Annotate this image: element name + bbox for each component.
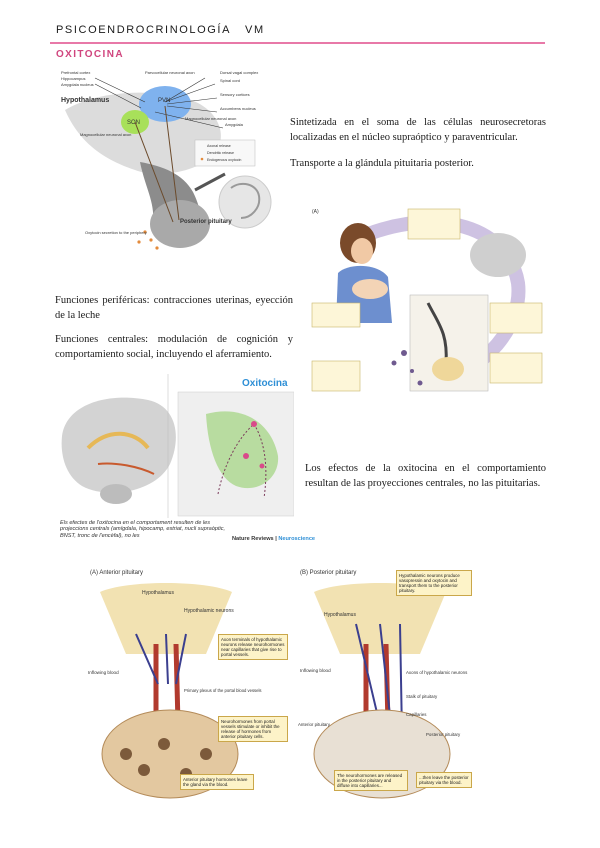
note-axon-terminals: Axon terminals of hypothalamic neurons r… (218, 634, 288, 660)
legend-dot (201, 158, 204, 161)
header-rule (50, 42, 545, 44)
note-produce: Hypothalamic neurons produce vasopressin… (396, 570, 472, 596)
magnocellular-label-left: Magnocellular neuronal axon (80, 132, 131, 137)
pituitary-inset (432, 357, 464, 381)
note-anterior-hormones: Anterior pituitary hormones leave the gl… (180, 774, 254, 790)
son-label: SON (127, 120, 140, 126)
hypothalamus-b-label: Hypothalamus (324, 612, 356, 618)
inflowing-label-b: Inflowing blood (300, 668, 331, 673)
credit-field: Neuroscience (278, 536, 315, 542)
legend-dendritic: Dendritic release (207, 151, 234, 155)
pituitary-comparison-figure: (A) Anterior pituitary (B) Posterior pit… (86, 564, 526, 804)
header-initials: VM (245, 24, 265, 36)
posterior-pituitary-label-b: Posterior pituitary (426, 732, 461, 737)
baby (352, 279, 388, 299)
inflowing-label-a: Inflowing blood (88, 670, 119, 675)
note-baby (312, 303, 360, 327)
stalk-label: Stalk of pituitary (406, 694, 438, 699)
spinal-cord-label: Spinal cord (220, 78, 240, 83)
note-leave: ...then leave the posterior pituitary vi… (416, 772, 472, 788)
paragraph-peripheral: Funciones periféricas: contracciones ute… (55, 293, 293, 323)
header-subject: PSICOENDROCRINOLOGÍA (56, 24, 231, 36)
panel-label: (A) (312, 209, 319, 215)
dorsal-vagal-label: Dorsal vagal complex (220, 70, 258, 75)
prefrontal-label: Prefrontal cortex (61, 70, 90, 75)
amygdala-label: Amygdala (225, 122, 244, 127)
cerebellum (100, 484, 132, 504)
hippocampus-label: Hippocampus (61, 76, 85, 81)
oxytocin-brain-projections-figure: Oxitocina (58, 374, 294, 518)
brain-figure-credit: Nature Reviews | Neuroscience (232, 536, 315, 542)
breastfeeding-reflex-figure: (A) (308, 203, 548, 399)
hypothalamus-label: Hypothalamus (61, 97, 109, 104)
parvocellular-label: Parvocellular neuronal axon (145, 70, 195, 75)
note-stimulation (408, 209, 460, 239)
paragraph-transport: Transporte a la glándula pituitaria post… (290, 156, 546, 171)
magnocellular-label-right: Magnocellular neuronal axon (185, 116, 236, 121)
sensory-cortices-label: Sensory cortices (220, 92, 250, 97)
credit-journal: Nature Reviews (232, 536, 274, 542)
section-title: OXITOCINA (56, 49, 124, 60)
note-release (490, 353, 542, 383)
note-contraction (312, 361, 360, 391)
note-portal-stimulate: Neurohormones from portal vessels stimul… (218, 716, 288, 742)
paragraph-synthesis: Sintetizada en el soma de las células ne… (290, 115, 546, 145)
primary-plexus-label: Primary plexus of the portal blood vesse… (184, 688, 262, 693)
brain-figure-caption: Els efectes de l'oxitocina en el comport… (60, 520, 230, 544)
page-header: PSICOENDROCRINOLOGÍA VM (56, 24, 265, 36)
mother-face (351, 238, 373, 264)
secretion-label: Oxytocin secretion to the periphery (85, 230, 147, 235)
amygdala-nucleus-label: Amygdala nucleus (61, 82, 94, 87)
hyp-neurons-label: Hypothalamic neurons (184, 608, 234, 614)
paragraph-effects: Los efectos de la oxitocina en el compor… (305, 461, 546, 491)
capillaries-label: Capillaries (406, 712, 427, 717)
oxytocin-pathway-figure: PVN SON Hypothalamus Prefrontal cortex H… (55, 62, 280, 254)
anterior-pituitary-label: Anterior pituitary (298, 722, 331, 727)
legend-axonal: Axonal release (207, 144, 231, 148)
legend-endogenous: Endogenous oxytocin (207, 158, 241, 162)
axons-hyp-label: Axons of hypothalamic neurons (406, 670, 468, 675)
note-released: The neurohormones are released in the po… (334, 770, 408, 791)
anterior-panel-title: (A) Anterior pituitary (90, 570, 143, 576)
brain-side (470, 233, 526, 277)
note-receive (490, 303, 542, 333)
paragraph-central: Funciones centrales: modulación de cogni… (55, 332, 293, 362)
accumbens-label: Accumbens nucleus (220, 106, 256, 111)
hypothalamus-a-label: Hypothalamus (142, 590, 174, 596)
oxitocina-title: Oxitocina (242, 378, 288, 389)
posterior-pituitary-label: Posterior pituitary (180, 219, 232, 225)
posterior-panel-title: (B) Posterior pituitary (300, 570, 356, 576)
